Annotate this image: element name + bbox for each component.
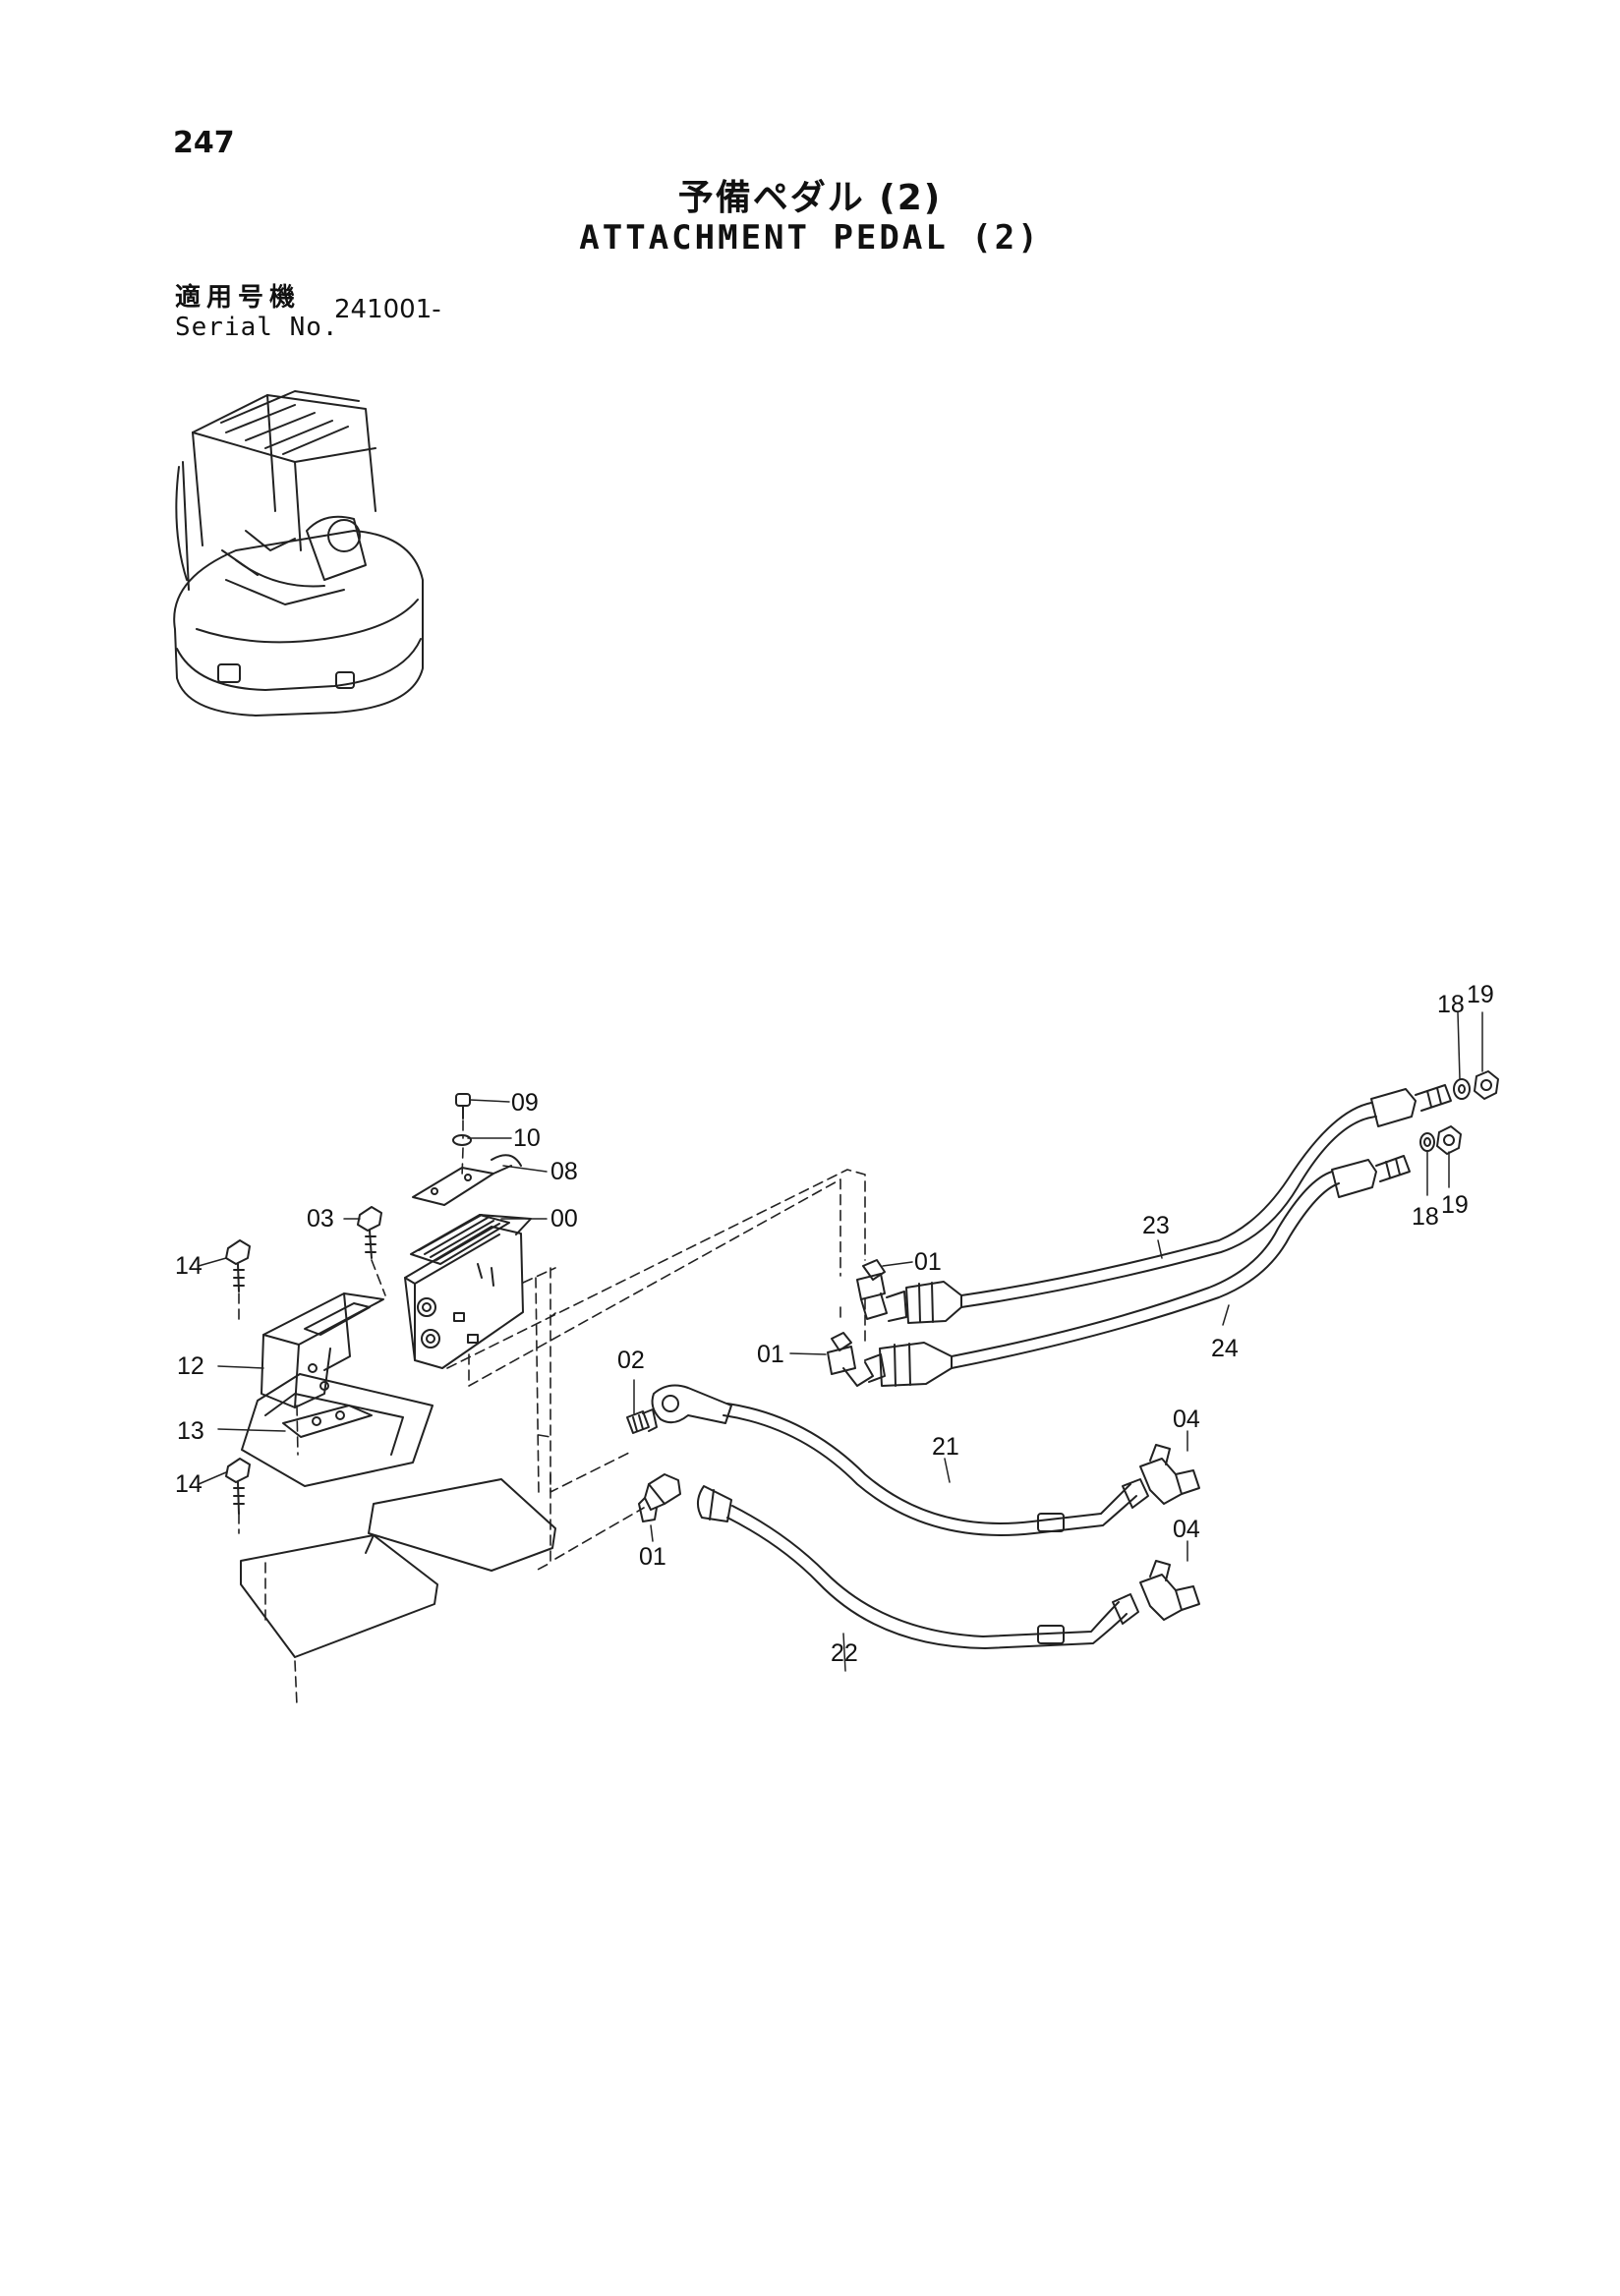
callout-10: 10 xyxy=(513,1124,541,1152)
pedal-assembly xyxy=(225,1093,556,1658)
assembly-guide-lines xyxy=(238,1119,866,1706)
callout-23: 23 xyxy=(1142,1212,1170,1239)
callout-12: 12 xyxy=(177,1352,204,1380)
hose-22 xyxy=(726,1505,1128,1649)
callout-19-lower: 19 xyxy=(1441,1191,1469,1219)
callout-18-upper: 18 xyxy=(1437,991,1465,1018)
machine-locator-illustration xyxy=(173,390,424,717)
fittings xyxy=(626,1259,1200,1621)
callout-04-lower: 04 xyxy=(1173,1516,1200,1543)
hose-21 xyxy=(723,1403,1137,1536)
callout-08: 08 xyxy=(550,1158,578,1185)
hose-23 xyxy=(960,1102,1377,1308)
callout-22: 22 xyxy=(831,1639,858,1667)
callout-01-middle: 01 xyxy=(757,1341,784,1368)
callout-00: 00 xyxy=(550,1205,578,1233)
callout-14-lower: 14 xyxy=(175,1470,202,1498)
callout-14-upper: 14 xyxy=(175,1252,202,1280)
callout-03: 03 xyxy=(307,1205,334,1233)
callout-labels: 09 10 08 03 00 14 01 01 12 02 13 14 01 2… xyxy=(175,981,1494,1667)
callout-09: 09 xyxy=(511,1089,539,1117)
hose-24 xyxy=(951,1171,1340,1369)
serial-label-english: Serial No. xyxy=(175,313,339,342)
page-title-japanese: 予備ペダル (2) xyxy=(677,178,943,218)
callout-02: 02 xyxy=(617,1347,645,1374)
callout-21: 21 xyxy=(932,1433,959,1461)
serial-label-japanese: 適用号機 xyxy=(175,283,302,313)
callout-04-upper: 04 xyxy=(1173,1406,1200,1433)
callout-leaders xyxy=(198,1011,1483,1672)
page-number: 247 xyxy=(173,126,235,160)
serial-number-value: 241001- xyxy=(334,295,441,324)
callout-01-lower: 01 xyxy=(639,1543,666,1571)
callout-24: 24 xyxy=(1211,1335,1239,1362)
hose-end-fittings xyxy=(651,1070,1499,1625)
callout-01-upper: 01 xyxy=(914,1248,942,1276)
callout-18-lower: 18 xyxy=(1412,1203,1439,1231)
callout-19-upper: 19 xyxy=(1467,981,1494,1008)
page-title-english: ATTACHMENT PEDAL (2) xyxy=(579,218,1041,258)
callout-13: 13 xyxy=(177,1417,204,1445)
